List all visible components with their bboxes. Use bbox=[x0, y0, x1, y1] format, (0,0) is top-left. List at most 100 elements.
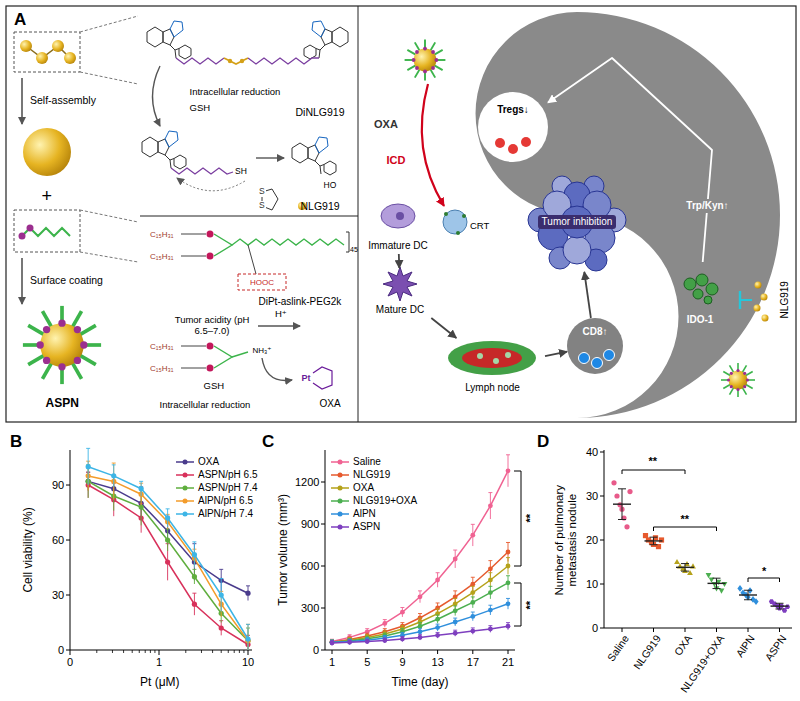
data-point bbox=[165, 537, 170, 542]
immune-scheme bbox=[383, 267, 417, 301]
data-point bbox=[365, 635, 370, 640]
immune-scheme bbox=[563, 236, 591, 264]
axis-line bbox=[325, 650, 515, 651]
data-point bbox=[506, 624, 511, 629]
data-point bbox=[86, 464, 91, 469]
chemical-structure bbox=[181, 346, 206, 347]
data-point bbox=[400, 637, 405, 642]
data-point bbox=[470, 600, 475, 605]
tick-mark bbox=[96, 650, 97, 653]
legend-text: NLG919+OXA bbox=[353, 495, 417, 507]
data-point bbox=[139, 486, 144, 491]
error-bar bbox=[506, 622, 510, 623]
data-point bbox=[111, 473, 116, 478]
data-point bbox=[435, 633, 440, 638]
tick-mark bbox=[221, 650, 222, 653]
immune-scheme bbox=[693, 289, 703, 299]
significance-bracket bbox=[748, 578, 780, 582]
figure-label: NLG919 bbox=[778, 281, 790, 318]
treg-circle: Tregs↓ bbox=[478, 92, 548, 162]
immune-scheme bbox=[381, 12, 780, 418]
tick-mark bbox=[321, 482, 325, 483]
figure-label: 0 bbox=[313, 644, 319, 657]
chemical-structure bbox=[181, 368, 206, 369]
chemical-structure bbox=[153, 66, 161, 126]
legend-text: AlPN/pH 6.5 bbox=[198, 495, 253, 507]
figure-label: 300 bbox=[301, 602, 319, 615]
figure-label: 5 bbox=[364, 656, 370, 669]
tumor-node: Tumor inhibition bbox=[515, 172, 639, 272]
data-point bbox=[347, 639, 352, 644]
data-point bbox=[139, 504, 144, 509]
figure-label: HO bbox=[324, 181, 337, 191]
tick-mark bbox=[159, 650, 160, 655]
figure-label: 10 bbox=[242, 656, 254, 669]
figure-label: NLG919 bbox=[630, 633, 662, 672]
data-point bbox=[506, 468, 511, 473]
tick-mark bbox=[600, 628, 604, 629]
tick-mark bbox=[66, 540, 70, 541]
data-point bbox=[453, 601, 458, 606]
legend-text: NLG919 bbox=[353, 469, 390, 481]
error-bar bbox=[488, 605, 492, 606]
data-point bbox=[488, 627, 493, 632]
immune-scheme bbox=[521, 137, 531, 147]
node-label: Mature DC bbox=[376, 304, 424, 316]
figure-label: 1200 bbox=[295, 476, 319, 489]
error-bar bbox=[716, 578, 717, 588]
data-point bbox=[245, 591, 250, 596]
figure-label: 21 bbox=[502, 656, 514, 669]
error-bar bbox=[488, 625, 492, 626]
data-curve bbox=[332, 552, 508, 642]
tick-mark bbox=[201, 650, 202, 653]
error-bar bbox=[622, 489, 623, 520]
error-bar bbox=[139, 481, 143, 482]
data-point bbox=[338, 512, 343, 517]
figure-label: 1 bbox=[156, 656, 162, 669]
figure-label: 600 bbox=[301, 560, 319, 573]
tick-mark bbox=[112, 650, 113, 653]
error-bar bbox=[748, 590, 749, 600]
figure-label: 0 bbox=[67, 656, 73, 669]
error-bar bbox=[471, 586, 475, 587]
data-point bbox=[785, 605, 790, 610]
error-bar bbox=[471, 612, 475, 613]
figure-label: Pt bbox=[302, 373, 311, 383]
data-point bbox=[219, 592, 224, 597]
chemical-structure bbox=[313, 367, 332, 389]
data-point bbox=[192, 602, 197, 607]
tick-mark bbox=[132, 650, 133, 653]
data-point bbox=[506, 601, 511, 606]
data-point bbox=[183, 473, 188, 478]
data-point bbox=[382, 621, 387, 626]
error-bar bbox=[488, 586, 492, 587]
tick-mark bbox=[66, 485, 70, 486]
error-bar bbox=[418, 590, 422, 591]
chemical-structure bbox=[181, 231, 349, 390]
figure-label: ASPN bbox=[762, 633, 788, 663]
error-bar bbox=[488, 492, 492, 493]
error-bar bbox=[113, 463, 114, 500]
enzyme-node: IDO-1 bbox=[665, 262, 735, 328]
figure-label: ** bbox=[681, 513, 690, 526]
immune-scheme bbox=[684, 274, 718, 304]
error-bar bbox=[685, 564, 686, 572]
data-curve bbox=[332, 604, 508, 643]
tick-mark bbox=[321, 524, 325, 525]
data-point bbox=[506, 580, 511, 585]
chemical-structure bbox=[248, 245, 256, 274]
cd8-circle: CD8↑ bbox=[567, 318, 623, 374]
error-bar bbox=[713, 578, 721, 579]
error-bar bbox=[744, 599, 752, 600]
chemical-structure bbox=[240, 59, 244, 63]
data-point bbox=[506, 564, 511, 569]
error-bar bbox=[776, 603, 784, 604]
tick-mark bbox=[600, 452, 604, 453]
error-bar bbox=[506, 454, 510, 455]
assembly-scheme bbox=[21, 78, 23, 124]
assembly-scheme bbox=[80, 210, 138, 222]
immune-scheme bbox=[721, 363, 755, 397]
figure-label: Tumor acidity (pH 6.5–7.0) bbox=[172, 315, 252, 337]
tick-mark bbox=[622, 628, 623, 632]
data-point bbox=[435, 625, 440, 630]
